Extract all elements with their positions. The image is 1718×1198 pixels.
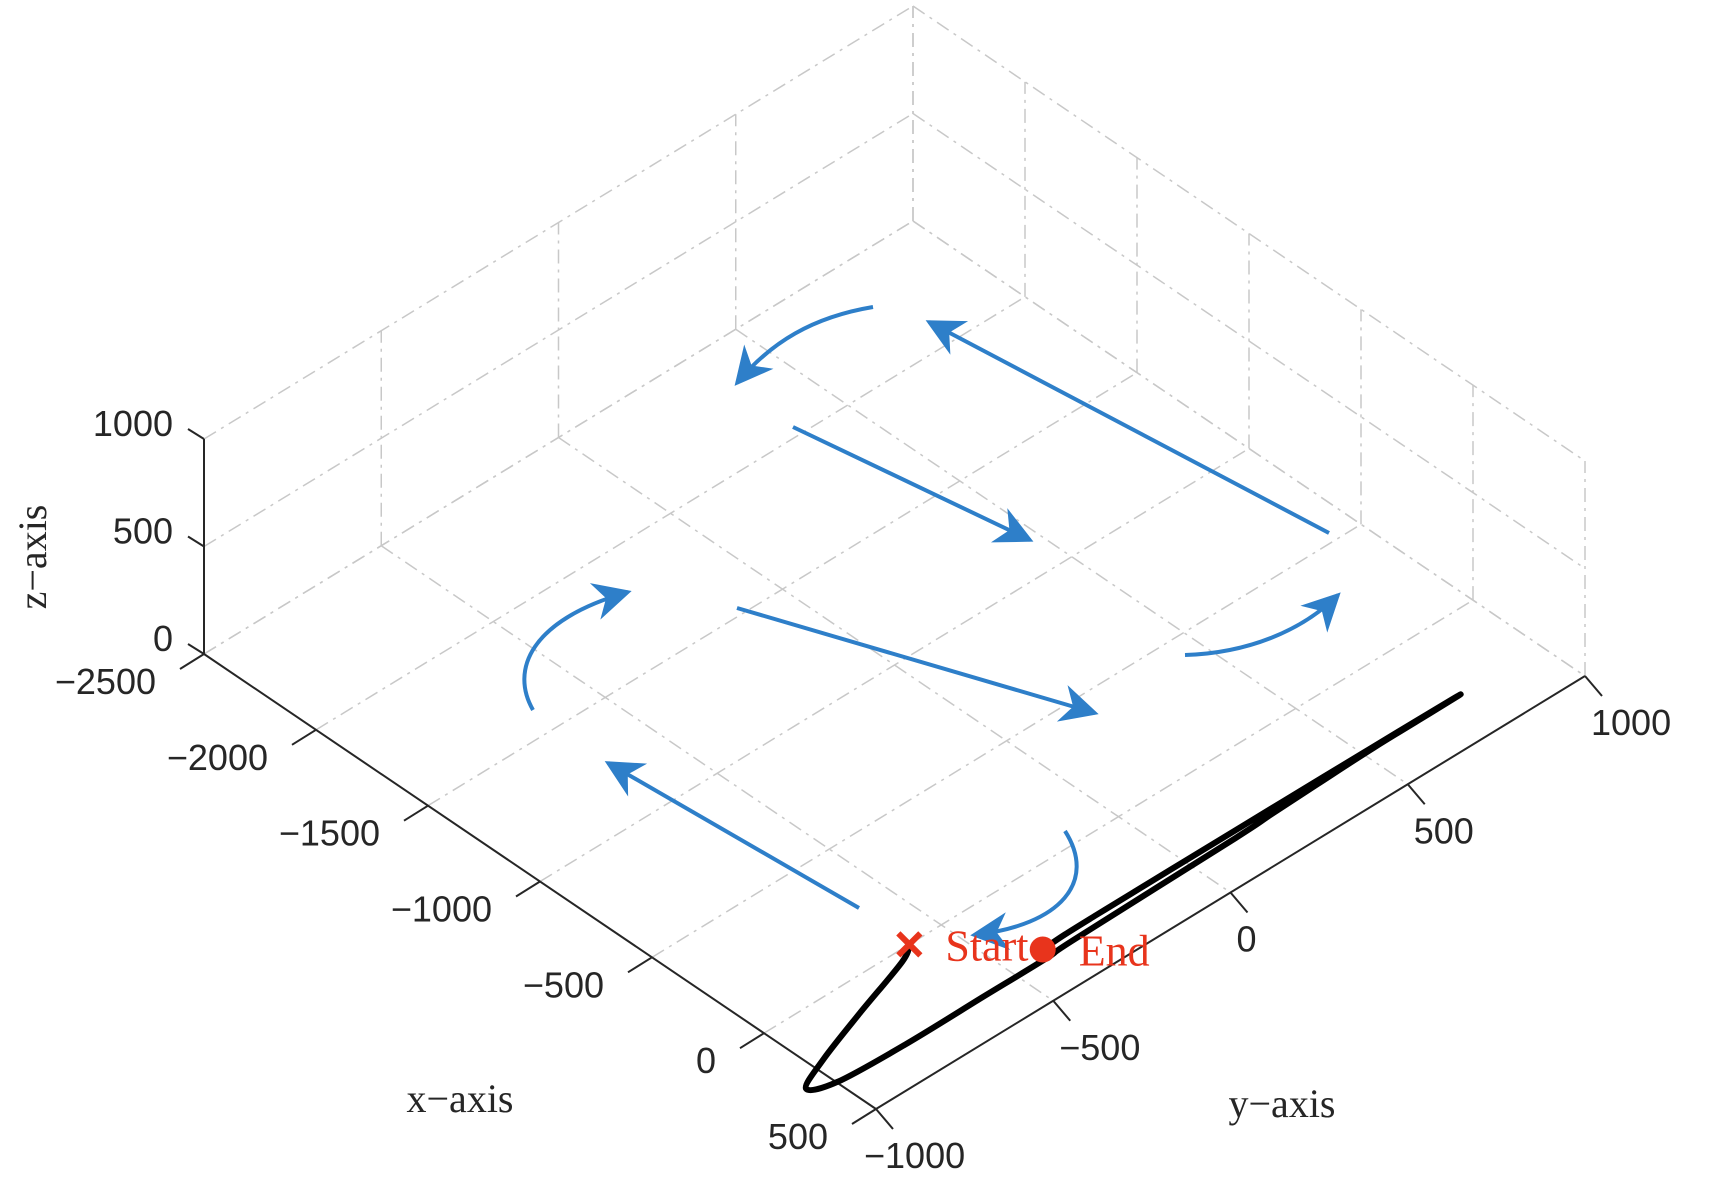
x-tick (627, 956, 653, 974)
z-tick-label: 0 (153, 618, 173, 659)
trajectory-line (802, 691, 1464, 1094)
y-tick-label: −1000 (864, 1135, 965, 1176)
start-label: Start (945, 921, 1028, 970)
y-tick (1584, 675, 1603, 697)
direction-arrows (522, 305, 1341, 951)
x-tick (291, 728, 317, 746)
x-tick-label: −1000 (391, 889, 492, 930)
z-tick (187, 428, 205, 440)
tick-marks (179, 428, 1603, 1130)
grid-line (912, 112, 1586, 570)
x-tick-label: −2000 (167, 737, 268, 778)
z-tick (187, 535, 205, 548)
y-tick (1406, 783, 1426, 805)
direction-arrow (522, 583, 632, 711)
direction-arrow (970, 829, 1079, 951)
x-tick (179, 653, 205, 670)
y-tick (875, 1108, 894, 1130)
markers: Start End (896, 921, 1150, 976)
grid-line (380, 545, 1054, 1002)
grid-line (539, 447, 1250, 883)
grid-lines (203, 5, 1586, 1110)
x-tick-label: 0 (696, 1040, 716, 1081)
grid-line (735, 328, 1409, 785)
axis-labels: x−axis y−axis z−axis (10, 505, 1336, 1126)
y-tick (1052, 1000, 1072, 1022)
start-marker-stroke (896, 931, 923, 958)
direction-arrow (1184, 592, 1341, 657)
end-label: End (1079, 927, 1150, 976)
end-marker (1029, 936, 1056, 963)
grid-line (203, 220, 914, 655)
grid-line (558, 436, 1231, 894)
z-tick-label: 500 (113, 511, 173, 552)
tick-labels: −2500 −2000 −1500 −1000 −500 0 500 −1000 −500 0 50… (55, 403, 1671, 1176)
x-tick (403, 804, 429, 822)
direction-arrow (792, 425, 1034, 543)
x-axis-label: x−axis (407, 1076, 514, 1121)
z-tick (187, 643, 205, 655)
series-layer (802, 691, 1464, 1094)
grid-line (651, 523, 1362, 958)
y-tick (1229, 891, 1249, 914)
x-tick (851, 1108, 877, 1125)
y-tick-label: 0 (1237, 919, 1257, 960)
x-tick (515, 880, 541, 898)
y-tick-label: 500 (1414, 810, 1474, 851)
direction-arrow (734, 305, 874, 386)
grid-line (912, 5, 1586, 462)
direction-arrow (604, 761, 861, 910)
direction-arrow (736, 606, 1099, 722)
axes (203, 439, 1586, 1110)
x-tick-label: −2500 (55, 661, 156, 702)
y-tick-label: 1000 (1591, 702, 1671, 743)
z-axis-label: z−axis (10, 505, 55, 610)
x-tick-label: −500 (523, 964, 604, 1005)
grid-line (912, 220, 1586, 677)
direction-arrow (925, 320, 1330, 535)
grid-line (203, 112, 914, 548)
start-marker (896, 931, 923, 958)
grid-line (315, 296, 1026, 731)
x-tick (739, 1032, 765, 1050)
y-axis-label: y−axis (1229, 1081, 1336, 1126)
z-tick-label: 1000 (93, 403, 173, 444)
x-tick-label: −1500 (279, 813, 380, 854)
y-tick-label: −500 (1059, 1027, 1140, 1068)
x-tick-label: 500 (768, 1116, 828, 1157)
grid-line (203, 5, 914, 440)
